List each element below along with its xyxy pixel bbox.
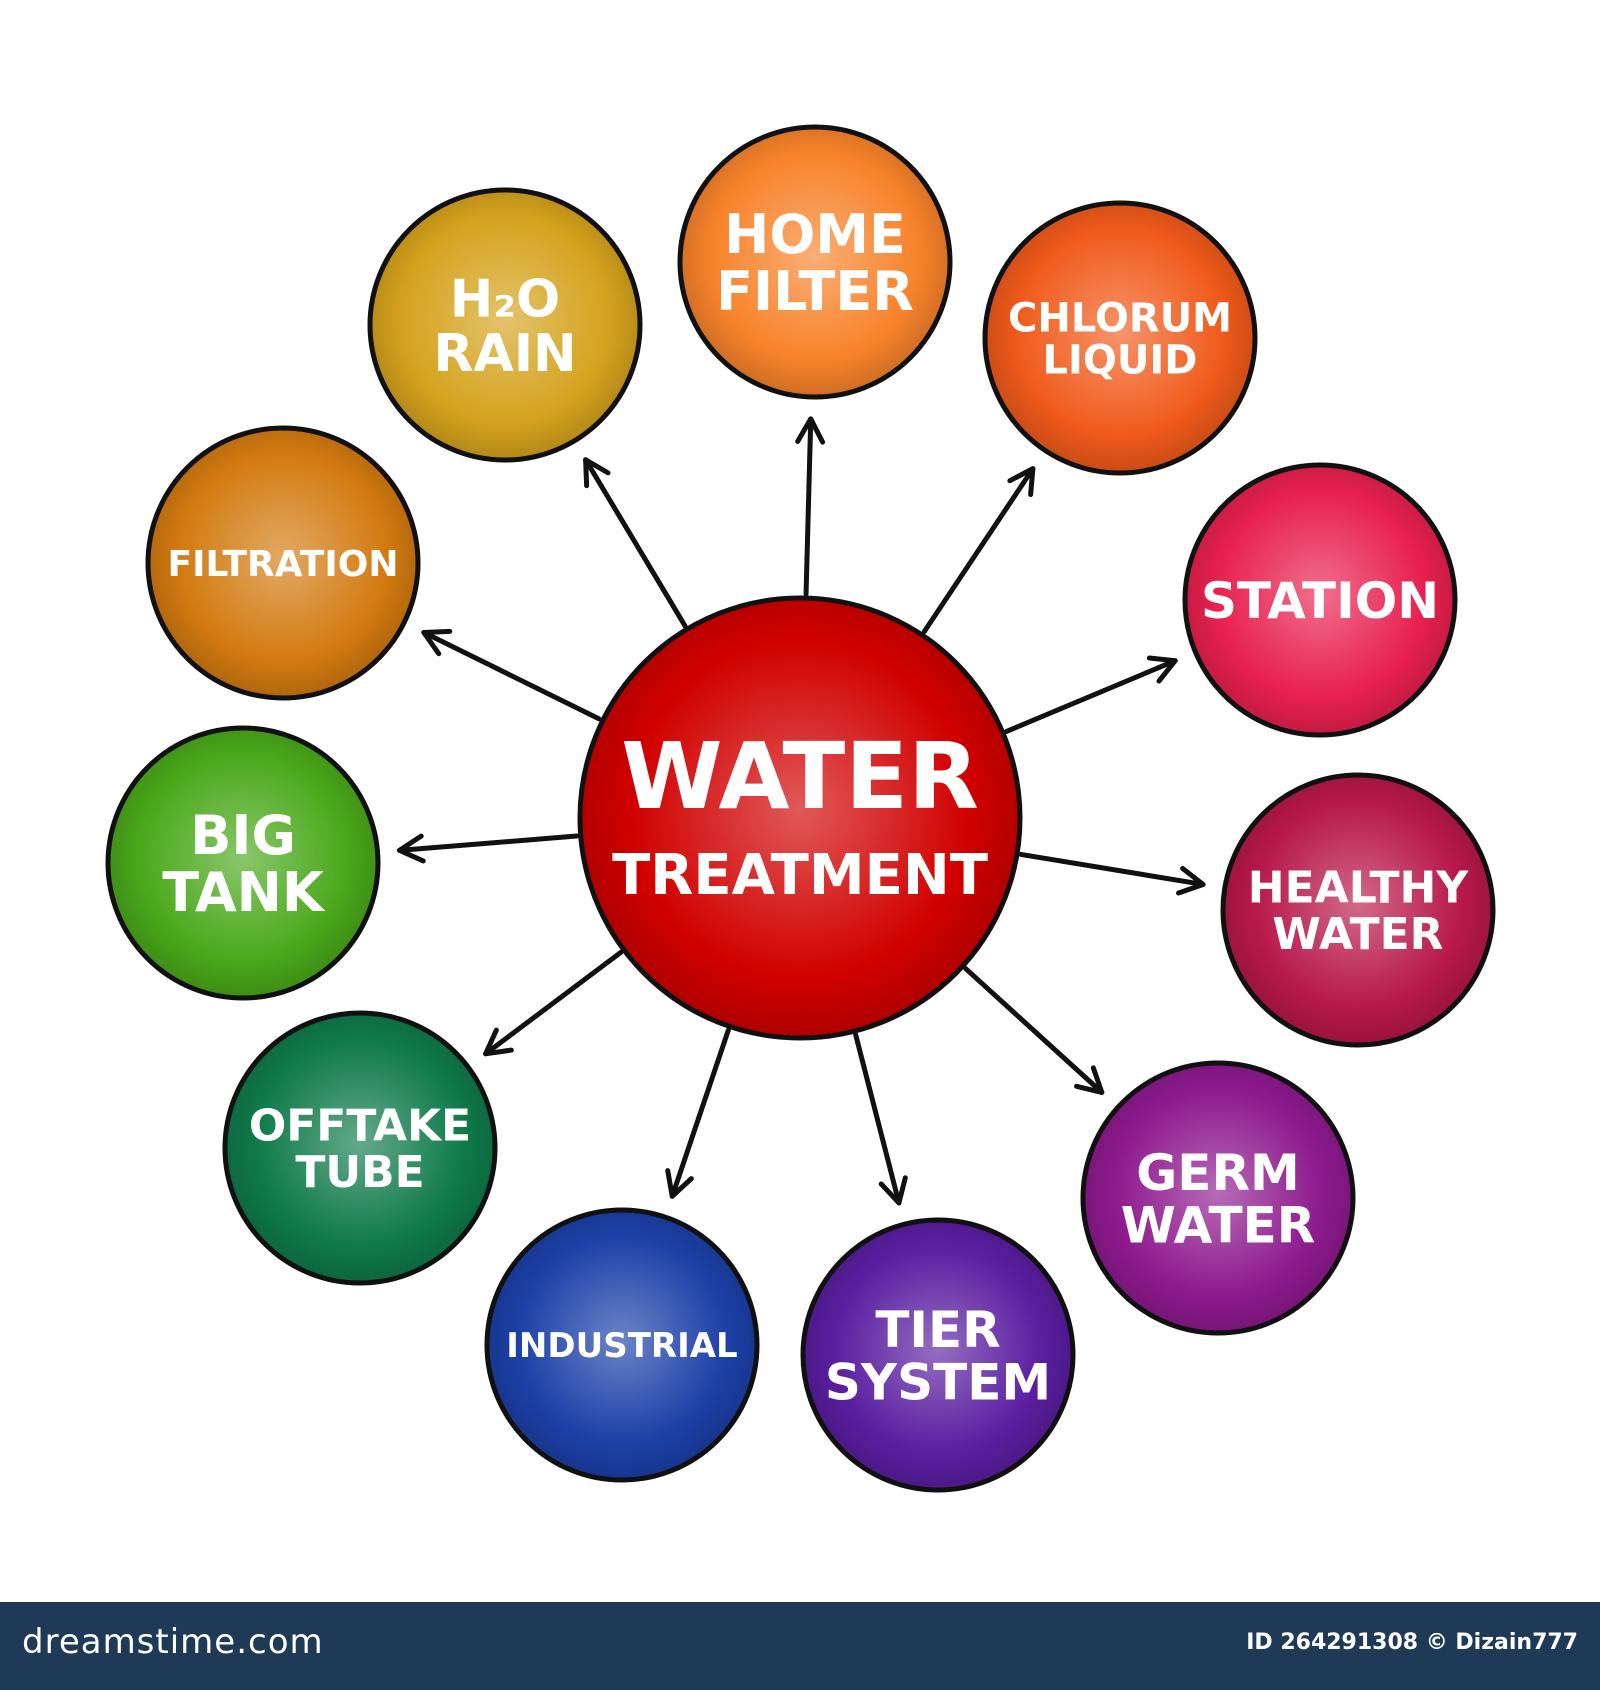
node-industrial: INDUSTRIAL xyxy=(484,1207,760,1483)
arrow-to-germ-water xyxy=(963,966,1105,1095)
node-label-germ-water-line-1: GERM xyxy=(1136,1144,1299,1202)
node-filtration: FILTRATION xyxy=(145,425,421,701)
node-label-h2o-rain-line-1: H₂O xyxy=(450,269,561,329)
node-label-chlorum-liquid-line-1: CHLORUM xyxy=(1008,295,1232,341)
node-label-healthy-water-line-2: WATER xyxy=(1272,909,1443,960)
node-label-offtake-tube-line-2: TUBE xyxy=(295,1147,424,1198)
node-label-h2o-rain-line-2: RAIN xyxy=(433,324,576,384)
arrow-to-station xyxy=(1004,655,1178,734)
node-label-tier-system-line-2: SYSTEM xyxy=(825,1353,1051,1411)
arrow-to-filtration xyxy=(421,628,602,722)
arrows-layer xyxy=(396,416,1206,1206)
node-label-industrial-line-1: INDUSTRIAL xyxy=(506,1326,737,1366)
node-circle-filtration xyxy=(145,425,421,701)
center-title-line-1: WATER xyxy=(621,723,979,830)
node-label-station-line-1: STATION xyxy=(1201,572,1439,630)
node-label-chlorum-liquid-line-2: LIQUID xyxy=(1043,337,1198,383)
arrow-to-healthy-water xyxy=(1018,851,1206,896)
node-circle-home-filter xyxy=(677,124,953,400)
footer-bar: dreamstime.com ID 264291308 © Dizain777 xyxy=(0,1602,1600,1690)
node-circle-industrial xyxy=(484,1207,760,1483)
arrow-to-big-tank xyxy=(396,833,580,864)
node-circle-offtake-tube xyxy=(222,1010,498,1286)
node-label-offtake-tube-line-1: OFFTAKE xyxy=(249,1101,471,1152)
arrow-to-industrial xyxy=(665,1027,731,1199)
node-station: STATION xyxy=(1182,462,1458,738)
center-circle xyxy=(577,595,1023,1041)
node-circle-chlorum-liquid xyxy=(982,200,1258,476)
node-label-big-tank-line-2: TANK xyxy=(162,861,326,924)
arrow-to-chlorum-liquid xyxy=(921,466,1036,635)
node-circle-station xyxy=(1182,462,1458,738)
node-label-home-filter-line-1: HOME xyxy=(724,203,906,266)
arrow-to-h2o-rain xyxy=(583,457,688,629)
center-title-line-2: TREATMENT xyxy=(612,843,988,908)
node-label-germ-water-line-2: WATER xyxy=(1121,1196,1315,1254)
node-label-filtration-line-1: FILTRATION xyxy=(168,544,399,585)
node-circle-h2o-rain xyxy=(367,187,643,463)
arrow-to-tier-system xyxy=(853,1032,908,1206)
center-node: WATER TREATMENT xyxy=(577,595,1023,1041)
arrow-to-offtake-tube xyxy=(483,949,624,1057)
footer-brand: dreamstime.com xyxy=(22,1622,324,1662)
footer-credit: ID 264291308 © Dizain777 xyxy=(1246,1630,1578,1655)
node-label-big-tank-line-1: BIG xyxy=(190,804,296,867)
node-circle-big-tank xyxy=(105,725,381,1001)
node-circle-tier-system xyxy=(800,1217,1076,1493)
node-label-healthy-water-line-1: HEALTHY xyxy=(1248,863,1470,914)
node-circle-healthy-water xyxy=(1220,772,1496,1048)
node-circle-germ-water xyxy=(1080,1060,1356,1336)
node-label-tier-system-line-1: TIER xyxy=(875,1301,1000,1359)
node-label-home-filter-line-2: FILTER xyxy=(716,260,914,323)
arrow-to-home-filter xyxy=(795,416,826,597)
